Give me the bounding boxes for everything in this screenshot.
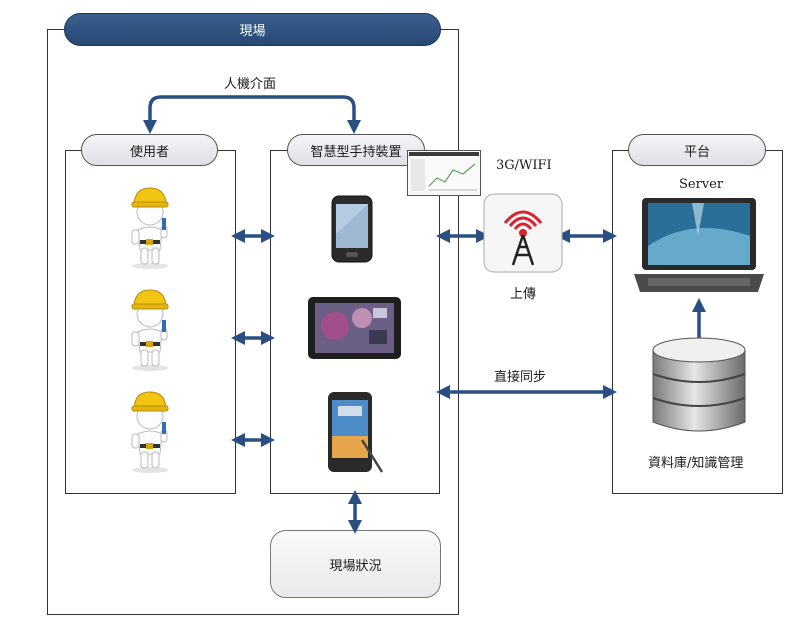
database-label: 資料庫/知識管理 bbox=[648, 456, 744, 471]
site-header: 現場 bbox=[64, 13, 441, 46]
hmi-arrow bbox=[143, 95, 361, 134]
device-panel-header: 智慧型手持裝置 bbox=[287, 134, 425, 166]
hmi-label: 人機介面 bbox=[224, 77, 277, 92]
platform-panel-title: 平台 bbox=[683, 144, 710, 160]
note-phone-icon bbox=[328, 392, 384, 473]
user-panel-title: 使用者 bbox=[129, 144, 169, 160]
network-label: 3G/WIFI bbox=[496, 158, 552, 173]
signal-tower-icon bbox=[483, 193, 563, 273]
upload-label: 上傳 bbox=[510, 287, 537, 302]
platform-panel-header: 平台 bbox=[628, 134, 766, 166]
worker-figure-icon bbox=[131, 391, 169, 473]
tablet-icon bbox=[308, 297, 401, 359]
worker-figure-icon bbox=[131, 187, 169, 269]
server-label: Server bbox=[679, 177, 724, 192]
user-panel-header: 使用者 bbox=[81, 134, 218, 166]
database-icon bbox=[652, 337, 746, 432]
smartphone-icon bbox=[331, 195, 373, 263]
site-status-label: 現場狀況 bbox=[329, 558, 382, 574]
device-panel-title: 智慧型手持裝置 bbox=[310, 144, 402, 160]
direct-sync-label: 直接同步 bbox=[494, 370, 547, 385]
app-screenshot-thumbnail bbox=[407, 150, 481, 196]
site-status-card: 現場狀況 bbox=[270, 530, 441, 598]
worker-figure-icon bbox=[131, 289, 169, 371]
site-title: 現場 bbox=[239, 24, 266, 39]
laptop-server-icon bbox=[634, 198, 764, 292]
